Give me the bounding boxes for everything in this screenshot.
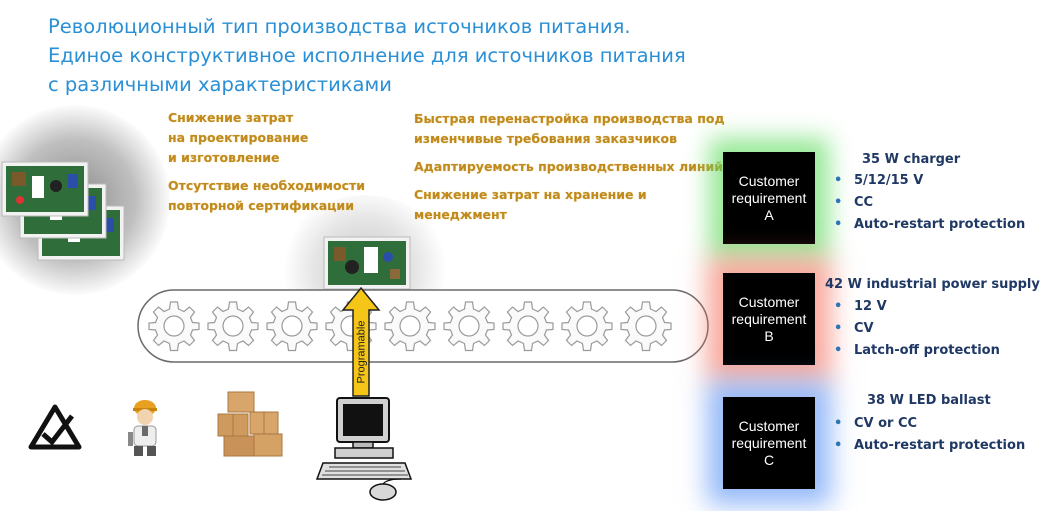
card-b-line1: Customer bbox=[738, 293, 800, 310]
bullet: • bbox=[834, 217, 843, 232]
bullet: • bbox=[834, 195, 843, 210]
title-line-2: Единое конструктивное исполнение для ист… bbox=[48, 44, 686, 67]
computer-icon bbox=[315, 397, 413, 501]
card-b-line2: requirement bbox=[731, 310, 807, 327]
gear-icon bbox=[620, 301, 672, 352]
gear-icon bbox=[266, 301, 318, 352]
bullet: • bbox=[834, 299, 843, 314]
card-a-line2: requirement bbox=[731, 189, 807, 206]
gear-icon bbox=[443, 301, 495, 352]
pcb-stack-icon bbox=[1, 161, 125, 261]
spec-a-item: •Auto-restart protection bbox=[834, 214, 1025, 236]
benefit-reconfig-1: Быстрая перенастройка производства под bbox=[414, 111, 725, 126]
bullet: • bbox=[834, 343, 843, 358]
engineer-icon bbox=[128, 400, 157, 456]
card-b-letter: B bbox=[764, 327, 774, 344]
spec-b-list: •12 V •CV •Latch-off protection bbox=[834, 296, 1000, 362]
spec-a-item: •5/12/15 V bbox=[834, 170, 1025, 192]
bullet: • bbox=[834, 416, 843, 431]
pcb-board-icon bbox=[323, 236, 411, 290]
card-c-line1: Customer bbox=[738, 417, 800, 434]
pcb-board-front bbox=[1, 161, 89, 217]
gear-icon bbox=[207, 301, 259, 352]
certification-mark-icon bbox=[28, 404, 82, 450]
benefit-design-cost-1: Снижение затрат bbox=[168, 110, 294, 125]
arrow-label: Programable bbox=[355, 320, 368, 384]
boxes-icon bbox=[217, 391, 283, 457]
card-c-letter: C bbox=[763, 451, 775, 468]
page-title: Революционный тип производства источнико… bbox=[48, 12, 748, 99]
conveyor-belt bbox=[137, 289, 709, 363]
benefit-storage-2: менеджмент bbox=[414, 207, 507, 222]
gear-icon bbox=[148, 301, 200, 352]
spec-c-list: •CV or CC •Auto-restart protection bbox=[834, 413, 1025, 457]
spec-b-item: •Latch-off protection bbox=[834, 340, 1000, 362]
spec-c-heading: 38 W LED ballast bbox=[867, 393, 991, 408]
arrow-label-wrap: Programable bbox=[331, 321, 391, 384]
gear-icon bbox=[384, 301, 436, 352]
benefit-design-cost-3: и изготовление bbox=[168, 150, 280, 165]
spec-b-item: •CV bbox=[834, 318, 1000, 340]
bullet: • bbox=[834, 173, 843, 188]
card-c-line2: requirement bbox=[731, 434, 807, 451]
gear-icon bbox=[561, 301, 613, 352]
bullet: • bbox=[834, 438, 843, 453]
benefit-design-cost-2: на проектирование bbox=[168, 130, 309, 145]
title-line-3: с различными характеристиками bbox=[48, 73, 392, 96]
benefit-reconfig-2: изменчивые требования заказчиков bbox=[414, 131, 678, 146]
spec-b-item: •12 V bbox=[834, 296, 1000, 318]
programming-arrow-icon bbox=[341, 286, 381, 397]
customer-requirement-b-card: Customer requirement B bbox=[723, 273, 815, 365]
bullet: • bbox=[834, 321, 843, 336]
spec-a-item: •CC bbox=[834, 192, 1025, 214]
benefit-certification-2: повторной сертификации bbox=[168, 198, 354, 213]
spec-a-heading: 35 W charger bbox=[862, 152, 961, 167]
card-a-line1: Customer bbox=[738, 172, 800, 189]
right-benefits: Быстрая перенастройка производства под и… bbox=[414, 109, 725, 225]
benefit-storage-1: Снижение затрат на хранение и bbox=[414, 187, 647, 202]
spec-c-item: •Auto-restart protection bbox=[834, 435, 1025, 457]
spec-b-heading: 42 W industrial power supply bbox=[825, 277, 1040, 292]
spec-a-list: •5/12/15 V •CC •Auto-restart protection bbox=[834, 170, 1025, 236]
benefit-adaptability: Адаптируемость производственных линий bbox=[414, 159, 724, 174]
benefit-certification-1: Отсутствие необходимости bbox=[168, 178, 365, 193]
spec-c-item: •CV or CC bbox=[834, 413, 1025, 435]
customer-requirement-c-card: Customer requirement C bbox=[723, 397, 815, 489]
gear-icon bbox=[502, 301, 554, 352]
title-line-1: Революционный тип производства источнико… bbox=[48, 15, 631, 38]
customer-requirement-a-card: Customer requirement A bbox=[723, 152, 815, 244]
left-benefits: Снижение затрат на проектирование и изго… bbox=[168, 108, 365, 216]
card-a-letter: A bbox=[764, 206, 774, 223]
